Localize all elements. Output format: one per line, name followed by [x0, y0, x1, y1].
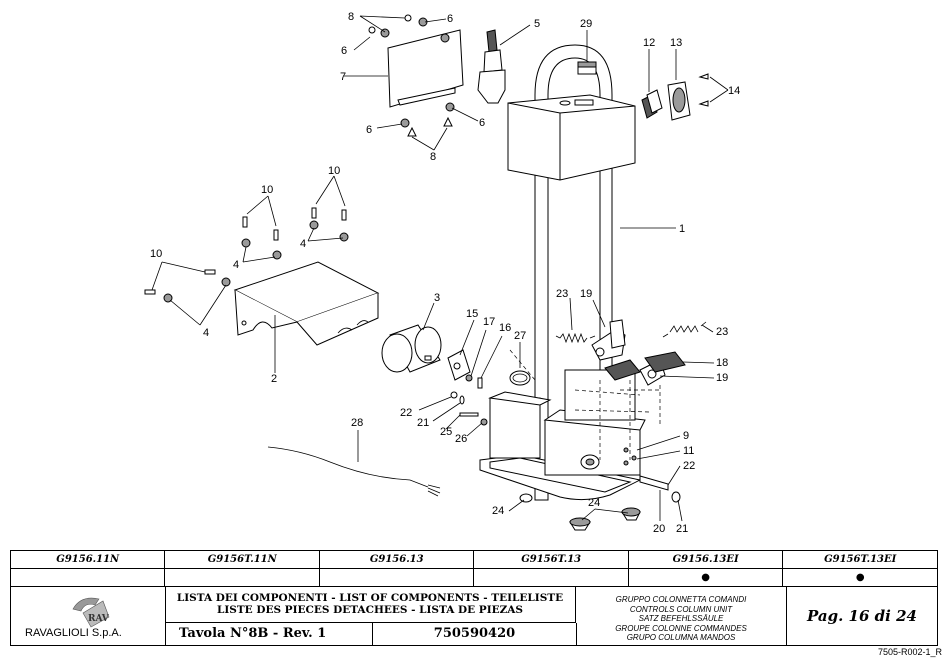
- title-block: RAV RAVAGLIOLI S.p.A. LISTA DEI COMPONEN…: [10, 586, 938, 646]
- model-mark: [318, 568, 475, 587]
- callout-16: 16: [499, 322, 511, 334]
- callout-7: 7: [340, 71, 346, 83]
- group-description: GRUPPO COLONNETTA COMANDI CONTROLS COLUM…: [576, 587, 787, 645]
- control-box: [507, 94, 636, 181]
- callout-10a: 10: [328, 165, 340, 177]
- company-logo-icon: RAV: [72, 597, 110, 628]
- callout-22a: 22: [400, 407, 412, 419]
- callout-26: 26: [455, 433, 467, 445]
- model-table: G9156.11N G9156T.11N G9156.13 G9156T.13 …: [9, 550, 938, 587]
- callout-14: 14: [728, 85, 740, 97]
- callout-23b: 23: [716, 326, 728, 338]
- clamp: [509, 370, 531, 386]
- model-header: G9156T.13EI: [782, 550, 938, 569]
- spring-left: [555, 332, 596, 344]
- cable: [267, 446, 441, 497]
- cover-plate: [387, 29, 464, 108]
- callout-8b: 8: [430, 151, 436, 163]
- callout-8a: 8: [348, 11, 354, 23]
- leader-lines: [151, 15, 729, 522]
- pedal-18: [604, 351, 686, 381]
- feet: [569, 507, 641, 531]
- joystick: [477, 29, 506, 104]
- column-tube: [534, 44, 613, 501]
- callout-17: 17: [483, 316, 495, 328]
- company-name: RAVAGLIOLI S.p.A.: [25, 627, 122, 639]
- group-line: GROUPE COLONNE COMMANDES: [615, 623, 747, 633]
- switch-12: [641, 89, 663, 119]
- callout-6a: 6: [447, 13, 453, 25]
- drawing-code: 750590420: [373, 623, 577, 645]
- callout-3: 3: [434, 292, 440, 304]
- exploded-parts-drawing: 1 2 3 4 4 4 5 6 6 6 6 7 8 8 9 10 10 10 1…: [144, 11, 740, 535]
- bracket: [233, 261, 380, 346]
- callout-6b: 6: [341, 45, 347, 57]
- callout-9: 9: [683, 430, 689, 442]
- callout-4c: 4: [300, 238, 306, 250]
- callout-19b: 19: [716, 372, 728, 384]
- callout-27: 27: [514, 330, 526, 342]
- callout-22b: 22: [683, 460, 695, 472]
- callout-24a: 24: [492, 505, 504, 517]
- callout-15: 15: [466, 308, 478, 320]
- group-line: CONTROLS COLUMN UNIT: [629, 604, 733, 614]
- base-frame: [479, 369, 669, 503]
- list-title-line: LISTA DEI COMPONENTI - LIST OF COMPONENT…: [176, 592, 564, 604]
- table-reference: Tavola N°8B - Rev. 1: [165, 623, 373, 645]
- page-number: Pag. 16 di 24: [807, 607, 917, 625]
- group-line: GRUPO COLUMNA MANDOS: [626, 633, 736, 642]
- document-reference: 7505-R002-1_R: [877, 647, 942, 657]
- spring-right: [662, 321, 707, 338]
- model-mark: ●: [627, 568, 784, 587]
- callout-19a: 19: [580, 288, 592, 300]
- model-mark: [473, 568, 629, 587]
- motor: [381, 324, 442, 373]
- model-header: G9156T.11N: [164, 550, 320, 569]
- callout-20: 20: [653, 523, 665, 535]
- lever-19: [591, 319, 666, 386]
- callout-23a: 23: [556, 288, 568, 300]
- group-line: SATZ BEFEHLSSÄULE: [638, 614, 724, 623]
- callout-2: 2: [271, 373, 277, 385]
- model-applicability-row: ● ●: [9, 568, 938, 587]
- callout-29: 29: [580, 18, 592, 30]
- model-mark: [164, 568, 320, 587]
- callout-10c: 10: [150, 248, 162, 260]
- component-list-title: LISTA DEI COMPONENTI - LIST OF COMPONENT…: [165, 587, 576, 623]
- callout-6c: 6: [366, 124, 372, 136]
- model-header: G9156T.13: [473, 550, 629, 569]
- svg-text:RAV: RAV: [88, 614, 110, 624]
- model-header: G9156.11N: [9, 550, 166, 569]
- model-header-row: G9156.11N G9156T.11N G9156.13 G9156T.13 …: [9, 550, 938, 569]
- callout-4a: 4: [203, 327, 209, 339]
- group-line: GRUPPO COLONNETTA COMANDI: [615, 595, 747, 604]
- model-mark: [9, 568, 166, 587]
- callout-21b: 21: [676, 523, 688, 535]
- callout-6d: 6: [479, 117, 485, 129]
- callout-12: 12: [643, 37, 655, 49]
- model-mark: ●: [782, 568, 938, 587]
- callout-1: 1: [679, 223, 685, 235]
- callout-18: 18: [716, 357, 728, 369]
- callout-24b: 24: [588, 497, 600, 509]
- lever-15: [447, 349, 471, 381]
- callout-13: 13: [670, 37, 682, 49]
- callout-numbers: 1 2 3 4 4 4 5 6 6 6 6 7 8 8 9 10 10 10 1…: [150, 11, 740, 535]
- model-header: G9156.13: [318, 550, 475, 569]
- knob-13: [667, 81, 691, 121]
- callout-4b: 4: [233, 259, 239, 271]
- callout-21a: 21: [417, 417, 429, 429]
- callout-10b: 10: [261, 184, 273, 196]
- callout-11: 11: [683, 445, 694, 457]
- callout-28: 28: [351, 417, 363, 429]
- company-logo-cell: RAV RAVAGLIOLI S.p.A.: [11, 587, 166, 645]
- callout-5: 5: [534, 18, 540, 30]
- callout-25: 25: [440, 426, 452, 438]
- model-header: G9156.13EI: [627, 550, 784, 569]
- list-title-line: LISTE DES PIECES DETACHEES - LISTA DE PI…: [216, 604, 524, 616]
